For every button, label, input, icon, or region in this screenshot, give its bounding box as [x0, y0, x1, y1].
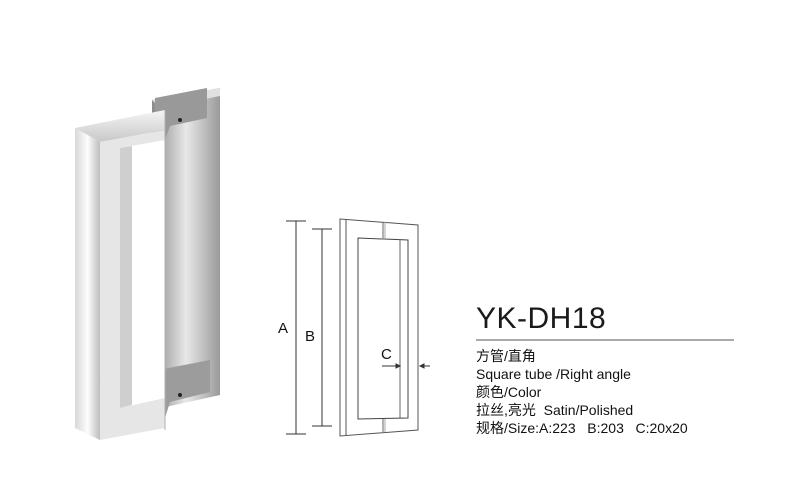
handle-right-bar	[152, 88, 220, 410]
spec-size: 规格/Size:A:223 B:203 C:20x20	[476, 420, 688, 436]
standoff-top	[155, 88, 207, 140]
spec-finish: 拉丝,亮光 Satin/Polished	[476, 402, 634, 418]
model-number: YK-DH18	[476, 302, 607, 335]
spec-type-en: Square tube /Right angle	[476, 366, 631, 382]
dimension-label-c: C	[381, 346, 392, 363]
divider	[476, 339, 734, 341]
dimension-diagram	[286, 218, 430, 437]
handle-left-bar	[75, 128, 100, 440]
spec-color-label: 颜色/Color	[476, 384, 542, 400]
dimension-label-b: B	[305, 328, 316, 345]
dimension-label-a: A	[278, 320, 289, 337]
spec-type-cn: 方管/直角	[476, 348, 536, 364]
